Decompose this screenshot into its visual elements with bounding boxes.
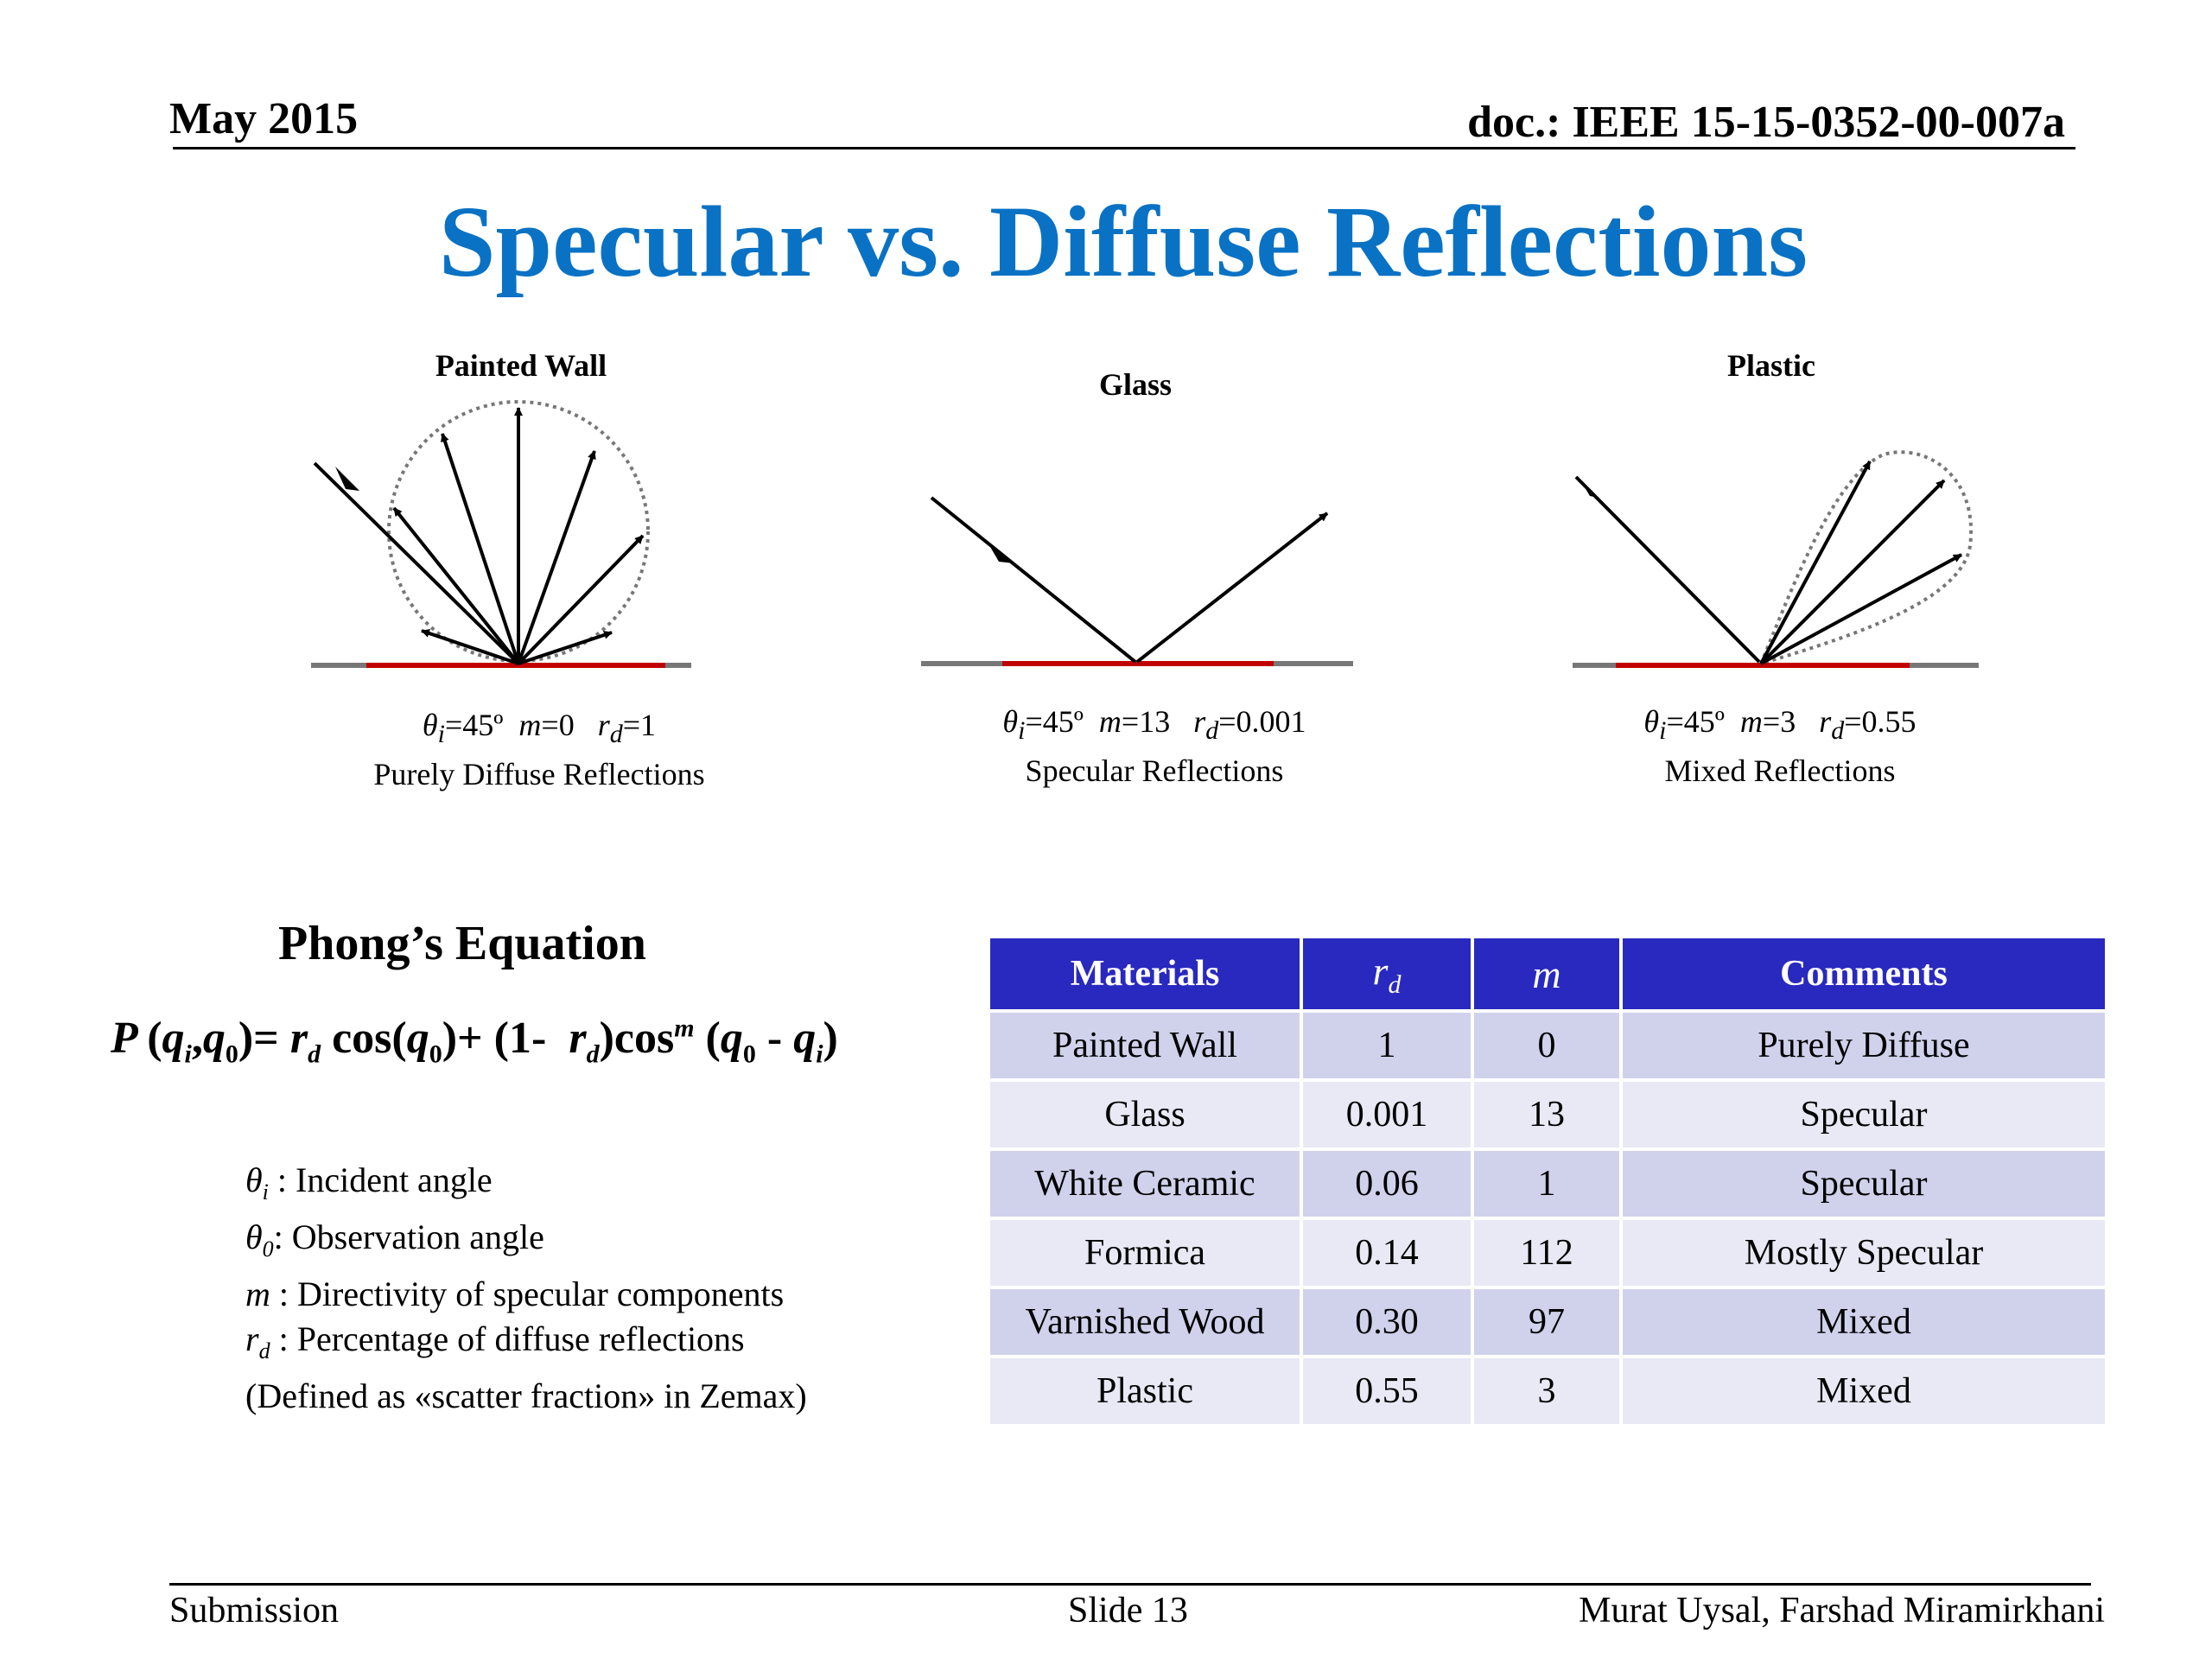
footer-submission: Submission bbox=[169, 1591, 340, 1630]
cell-rd: 0.001 bbox=[1303, 1082, 1471, 1147]
cell-material: White Ceramic bbox=[990, 1151, 1300, 1217]
cell-m: 112 bbox=[1474, 1220, 1619, 1286]
table-header-row: Materials rd m Comments bbox=[990, 938, 2105, 1009]
definition-theta-i: θi : Incident angle bbox=[245, 1160, 493, 1205]
table-row: Varnished Wood 0.30 97 Mixed bbox=[990, 1289, 2105, 1355]
materials-table: Materials rd m Comments Painted Wall 1 0… bbox=[987, 935, 2108, 1427]
definition-note: (Defined as «scatter fraction» in Zemax) bbox=[245, 1376, 807, 1415]
cell-comment: Mixed bbox=[1623, 1358, 2105, 1424]
cell-m: 1 bbox=[1474, 1151, 1619, 1217]
header-divider bbox=[173, 147, 2075, 149]
table-row: Painted Wall 1 0 Purely Diffuse bbox=[990, 1013, 2105, 1078]
table-row: Glass 0.001 13 Specular bbox=[990, 1082, 2105, 1147]
table-row: Formica 0.14 112 Mostly Specular bbox=[990, 1220, 2105, 1286]
footer-authors: Murat Uysal, Farshad Miramirkhani bbox=[1579, 1591, 2105, 1630]
symbol-definitions: θi : Incident angle θ0: Observation angl… bbox=[245, 1158, 807, 1419]
definition-rd: rd : Percentage of diffuse reflections bbox=[245, 1319, 745, 1363]
mixed-reflection-diagram bbox=[1573, 450, 1979, 668]
cell-rd: 0.55 bbox=[1303, 1358, 1471, 1424]
column-header-m: m bbox=[1474, 938, 1619, 1009]
diagram-title-plastic: Plastic bbox=[1727, 348, 1815, 383]
cell-material: Plastic bbox=[990, 1358, 1300, 1424]
phong-equation: P (qi,q0)= rd cos(q0)+ (1- rd)cosm (q0 -… bbox=[111, 1014, 838, 1069]
diagram-params: θi=45º m=3 rd=0.55 bbox=[1643, 704, 1916, 746]
header-doc-id: doc.: IEEE 15-15-0352-00-007a bbox=[1467, 98, 2065, 147]
diagram-params: θi=45º m=0 rd=1 bbox=[422, 708, 657, 749]
cell-rd: 1 bbox=[1303, 1013, 1471, 1078]
cell-material: Varnished Wood bbox=[990, 1289, 1300, 1355]
cell-material: Glass bbox=[990, 1082, 1300, 1147]
cell-comment: Purely Diffuse bbox=[1623, 1013, 2105, 1078]
column-header-rd: rd bbox=[1303, 938, 1471, 1009]
footer-slide-number: Slide 13 bbox=[1068, 1591, 1188, 1630]
cell-m: 0 bbox=[1474, 1013, 1619, 1078]
cell-material: Painted Wall bbox=[990, 1013, 1300, 1078]
diffuse-reflection-diagram bbox=[311, 400, 691, 668]
cell-m: 3 bbox=[1474, 1358, 1619, 1424]
cell-rd: 0.14 bbox=[1303, 1220, 1471, 1286]
slide-title: Specular vs. Diffuse Reflections bbox=[438, 185, 1808, 298]
header-date: May 2015 bbox=[169, 94, 359, 143]
cell-material: Formica bbox=[990, 1220, 1300, 1286]
cell-m: 13 bbox=[1474, 1082, 1619, 1147]
cell-rd: 0.06 bbox=[1303, 1151, 1471, 1217]
table-row: Plastic 0.55 3 Mixed bbox=[990, 1358, 2105, 1424]
cell-comment: Specular bbox=[1623, 1151, 2105, 1217]
column-header-comments: Comments bbox=[1623, 938, 2105, 1009]
diagram-title-painted-wall: Painted Wall bbox=[435, 348, 607, 383]
cell-comment: Mixed bbox=[1623, 1289, 2105, 1355]
definition-theta-0: θ0: Observation angle bbox=[245, 1217, 544, 1262]
diagram-caption-glass: θi=45º m=13 rd=0.001 Specular Reflection… bbox=[930, 702, 1379, 791]
cell-rd: 0.30 bbox=[1303, 1289, 1471, 1355]
diagram-caption-painted-wall: θi=45º m=0 rd=1 Purely Diffuse Reflectio… bbox=[315, 705, 764, 794]
cell-m: 97 bbox=[1474, 1289, 1619, 1355]
definition-m: m : Directivity of specular components bbox=[245, 1274, 785, 1313]
phong-equation-title: Phong’s Equation bbox=[278, 917, 646, 970]
diagram-title-glass: Glass bbox=[1098, 367, 1173, 402]
diagram-params: θi=45º m=13 rd=0.001 bbox=[1002, 704, 1306, 746]
column-header-materials: Materials bbox=[990, 938, 1300, 1009]
table-row: White Ceramic 0.06 1 Specular bbox=[990, 1151, 2105, 1217]
footer-divider bbox=[169, 1583, 2091, 1586]
diagram-caption-plastic: θi=45º m=3 rd=0.55 Mixed Reflections bbox=[1555, 702, 2005, 791]
cell-comment: Specular bbox=[1623, 1082, 2105, 1147]
cell-comment: Mostly Specular bbox=[1623, 1220, 2105, 1286]
specular-reflection-diagram bbox=[921, 496, 1353, 666]
